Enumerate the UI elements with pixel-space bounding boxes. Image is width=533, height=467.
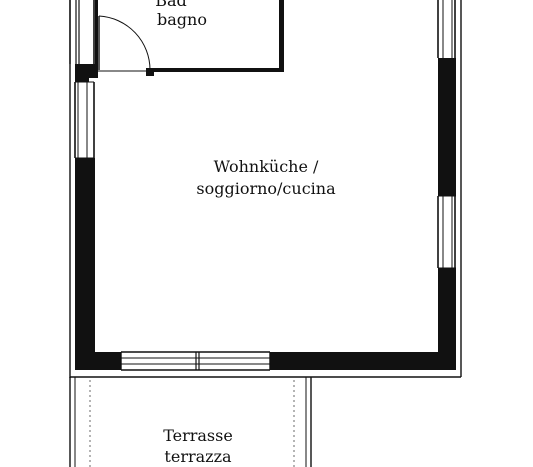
- bathroom-label-it: bagno: [157, 10, 207, 29]
- living-label-de: Wohnküche /: [214, 157, 319, 176]
- bathroom: [97, 0, 284, 76]
- terrace-label-de: Terrasse: [163, 426, 233, 445]
- left-wall-lower: [75, 158, 95, 370]
- left-window-top: [70, 0, 95, 64]
- terrace: [69, 377, 312, 467]
- bathroom-door-swing: [98, 15, 151, 71]
- terrace-label-it: terrazza: [164, 447, 232, 466]
- bathroom-label-de: Bad: [155, 0, 187, 10]
- bathroom-wall-stub: [146, 68, 154, 76]
- bottom-wall-left: [75, 352, 121, 370]
- bottom-wall-right: [270, 352, 456, 370]
- left-wall: [69, 0, 98, 378]
- right-wall-solid-2: [438, 268, 456, 370]
- right-wall-solid-1: [438, 58, 456, 196]
- bottom-wall: [70, 351, 461, 378]
- living-label-it: soggiorno/cucina: [196, 179, 336, 198]
- right-wall: [437, 0, 462, 377]
- left-wall-block-upper: [75, 64, 98, 78]
